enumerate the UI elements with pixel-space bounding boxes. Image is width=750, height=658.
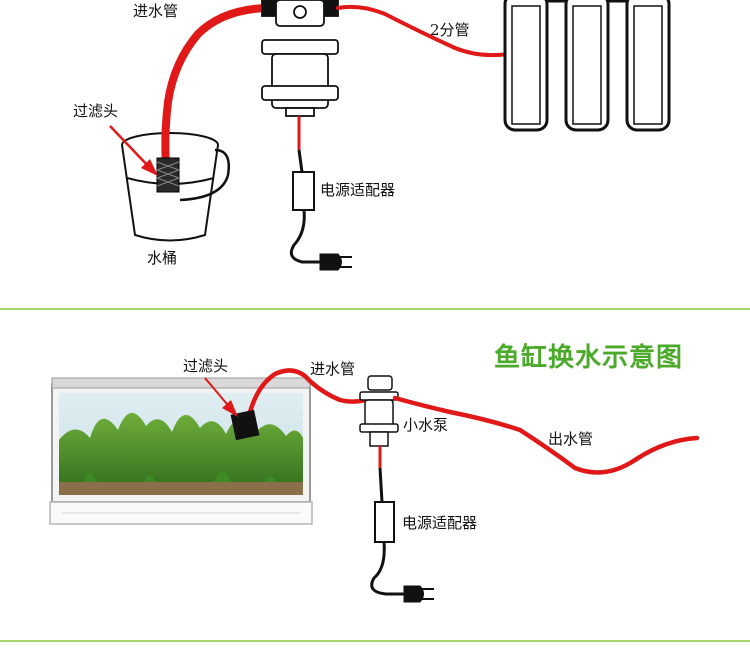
small-pump-label: 小水泵 [403,416,449,434]
bucket-label: 水桶 [147,249,178,267]
top-filter-head-label: 过滤头 [73,102,119,120]
bottom-power-plug-icon [403,585,434,603]
top-power-wire [289,149,322,264]
filter-canisters-icon [503,0,671,132]
bottom-filter-head-label: 过滤头 [183,357,229,375]
top-filter-head-icon [156,157,180,193]
top-pump-icon [261,0,339,117]
top-outlet-hose [336,4,510,58]
top-inlet-pipe-label: 进水管 [133,2,179,20]
bottom-filter-head-icon [230,409,260,441]
pipe-size-label: 2分管 [430,21,470,39]
bottom-outlet-hose [392,395,700,475]
bottom-power-wire [370,467,404,596]
small-pump-icon [359,375,399,447]
top-power-adapter-label: 电源适配器 [320,181,396,199]
bottom-power-adapter-icon [374,501,395,543]
top-inlet-hose [161,4,269,169]
bottom-inlet-hose [247,368,375,415]
top-power-plug-icon [319,253,352,271]
top-power-adapter-icon [292,171,315,211]
bottom-filter-arrow-icon [204,377,238,417]
bottom-inlet-pipe-label: 进水管 [310,360,356,378]
outlet-pipe-label: 出水管 [548,430,594,448]
bottom-power-adapter-label: 电源适配器 [402,514,478,532]
diagram-title: 鱼缸换水示意图 [494,343,684,373]
top-filter-arrow-icon [109,125,158,176]
aquarium-tank-icon [49,377,313,525]
